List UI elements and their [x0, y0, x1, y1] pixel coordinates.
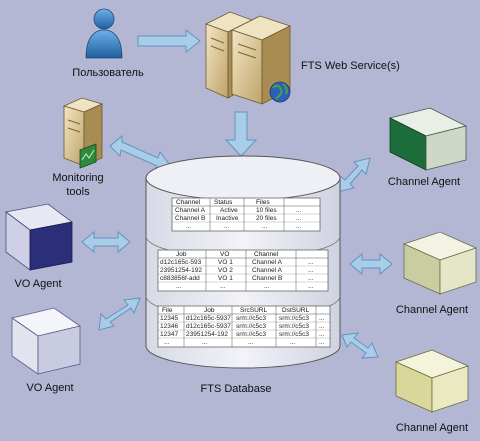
- channel-table-header: Files: [256, 199, 270, 206]
- arrow-channel-agent-1-database: [336, 157, 371, 193]
- table-cell: ...: [319, 315, 325, 322]
- table-cell: 12347: [160, 331, 178, 338]
- table-cell: ...: [308, 259, 314, 266]
- table-cell: ...: [296, 207, 302, 214]
- table-cell: ...: [319, 331, 325, 338]
- vo-agent-top-box: [5, 203, 73, 271]
- channel-agent-3-box: [394, 349, 470, 413]
- arrow-channel-agent-3-database: [341, 332, 379, 359]
- table-cell: srm://c5c3: [279, 323, 309, 330]
- channel-table: Channel Status Files Channel A Active 10…: [171, 197, 321, 232]
- table-cell: d12c165c-5937: [186, 323, 231, 330]
- table-cell: 23951254-192: [186, 331, 228, 338]
- table-cell: 12345: [160, 315, 178, 322]
- table-cell: ...: [308, 275, 314, 282]
- web-service-label: FTS Web Service(s): [301, 60, 400, 72]
- channel-table-header: Status: [214, 199, 233, 206]
- arrow-vo-agent-top-database: [81, 230, 131, 254]
- table-cell: VO 2: [218, 267, 233, 274]
- table-cell: ...: [296, 223, 302, 230]
- table-cell: ...: [176, 283, 182, 290]
- user-icon: [85, 8, 123, 59]
- table-cell: ...: [296, 215, 302, 222]
- table-cell: Channel A: [252, 267, 283, 274]
- table-cell: ...: [290, 339, 296, 346]
- file-table-header: DstSURL: [282, 307, 309, 314]
- job-table-header: Channel: [254, 251, 279, 258]
- table-cell: ...: [224, 223, 230, 230]
- table-cell: srm://c5c3: [236, 323, 266, 330]
- table-cell: Active: [220, 207, 238, 214]
- table-cell: 20 files: [256, 215, 277, 222]
- table-cell: srm://c5c3: [236, 315, 266, 322]
- monitoring-server-icon: [62, 97, 104, 167]
- table-cell: 23951254-192: [160, 267, 202, 274]
- channel-agent-1-label: Channel Agent: [388, 176, 460, 188]
- table-cell: VO 1: [218, 275, 233, 282]
- table-cell: Channel A: [252, 259, 283, 266]
- table-cell: ...: [248, 339, 254, 346]
- channel-agent-2-box: [402, 231, 478, 295]
- user-label: Пользователь: [72, 67, 144, 79]
- table-cell: c883856f-add: [160, 275, 200, 282]
- table-cell: d12c165c-5937: [186, 315, 231, 322]
- table-cell: srm://c5c3: [279, 315, 309, 322]
- monitor-screen-icon: [79, 143, 97, 169]
- table-cell: srm://c5c3: [279, 331, 309, 338]
- table-cell: Channel B: [252, 275, 282, 282]
- table-cell: Channel A: [175, 207, 206, 214]
- channel-agent-1-box: [388, 107, 468, 171]
- table-cell: ...: [319, 323, 325, 330]
- table-cell: Channel B: [175, 215, 205, 222]
- table-cell: 10 files: [256, 207, 277, 214]
- arrow-vo-agent-bottom-database: [98, 297, 141, 331]
- table-cell: ...: [264, 283, 270, 290]
- vo-agent-top-label: VO Agent: [14, 278, 61, 290]
- vo-agent-bottom-label: VO Agent: [26, 382, 73, 394]
- job-table-header: VO: [220, 251, 229, 258]
- table-cell: ...: [308, 267, 314, 274]
- channel-table-header: Channel: [176, 199, 201, 206]
- table-cell: VO 1: [218, 259, 233, 266]
- file-table: File Job SrcSURL DstSURL 12345 d12c165c-…: [157, 305, 331, 348]
- channel-agent-3-label: Channel Agent: [396, 422, 468, 434]
- globe-icon: [269, 81, 291, 103]
- table-cell: 12346: [160, 323, 178, 330]
- vo-agent-bottom-box: [11, 307, 81, 375]
- table-cell: Inactive: [216, 215, 239, 222]
- arrows: [81, 28, 393, 359]
- table-cell: ...: [319, 339, 325, 346]
- table-cell: ...: [202, 339, 208, 346]
- table-cell: ...: [308, 283, 314, 290]
- table-cell: d12c165c-593: [160, 259, 202, 266]
- job-table-header: Job: [176, 251, 187, 258]
- monitoring-label-line2: tools: [66, 186, 90, 198]
- table-cell: srm://c5c3: [236, 331, 266, 338]
- table-cell: ...: [186, 223, 192, 230]
- file-table-header: Job: [204, 307, 215, 314]
- arrow-channel-agent-2-database: [349, 252, 393, 276]
- table-cell: ...: [220, 283, 226, 290]
- monitoring-label-line1: Monitoring: [52, 172, 103, 184]
- channel-agent-2-label: Channel Agent: [396, 304, 468, 316]
- file-table-header: File: [162, 307, 173, 314]
- table-cell: ...: [262, 223, 268, 230]
- file-table-header: SrcSURL: [240, 307, 267, 314]
- database-label: FTS Database: [201, 383, 272, 395]
- arrow-webservice-to-database: [224, 111, 258, 157]
- job-table: Job VO Channel d12c165c-593 VO 1 Channel…: [157, 249, 329, 292]
- arrow-user-to-webservice: [137, 28, 201, 54]
- table-cell: ...: [164, 339, 170, 346]
